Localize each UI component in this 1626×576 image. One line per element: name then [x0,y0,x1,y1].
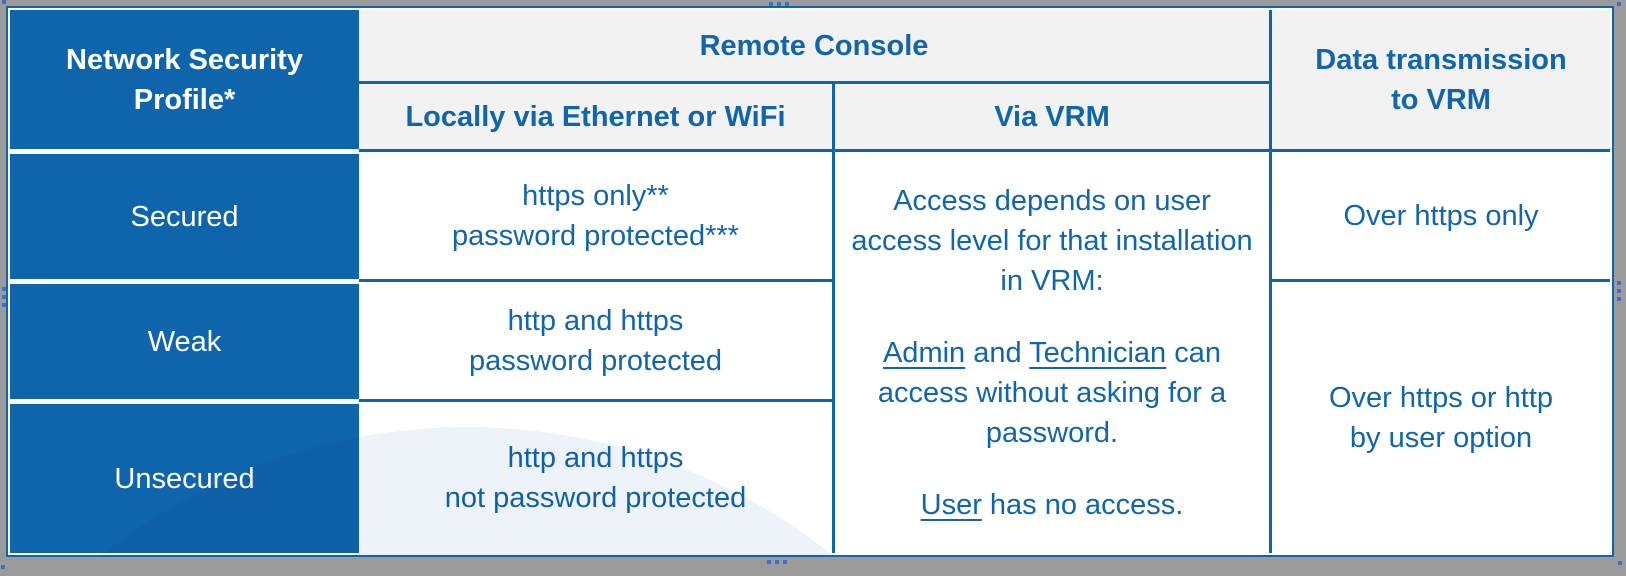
cell-via-vrm-access: Access depends on user access level for … [832,149,1269,553]
header-remote-console-label: Remote Console [699,29,929,62]
table-grid: Network Security Profile* Remote Console… [10,10,1610,553]
handle-dot [783,560,787,564]
header-data-transmission-line1: Data transmission [1315,43,1567,76]
handle-dot [2,287,6,291]
network-security-table: Network Security Profile* Remote Console… [6,6,1614,557]
via-vrm-intro-paragraph: Access depends on user access level for … [851,181,1253,301]
cell-data-merged-line1: Over https or http [1328,381,1554,414]
handle-dot [1617,281,1621,285]
via-vrm-and-text: and [965,336,1030,369]
handle-dot [2,295,6,299]
row-label-weak: Weak [10,279,359,399]
header-data-transmission-line2: to VRM [1391,83,1491,116]
cell-local-secured-line1: https only** [522,179,669,212]
handle-dot [1617,2,1621,6]
handle-dot [1,565,5,569]
via-vrm-user-text: User [920,488,982,521]
header-cell-network-security-profile: Network Security Profile* [10,10,359,149]
cell-data-merged-line2: by user option [1349,421,1533,454]
cell-data-secured: Over https only [1269,149,1610,279]
row-label-secured-text: Secured [130,200,239,233]
selection-handle-right-middle[interactable] [1617,281,1621,301]
header-via-vrm-label: Via VRM [994,100,1110,133]
header-cell-via-vrm: Via VRM [832,81,1269,149]
handle-dot [1617,289,1621,293]
selection-handle-bottom-left[interactable] [1,565,5,569]
row-label-unsecured-text: Unsecured [114,462,255,495]
cell-local-weak: http and https password protected [359,279,832,399]
handle-dot [775,560,779,564]
cell-local-unsecured-line2: not password protected [444,481,747,514]
via-vrm-user-rest-text: has no access. [981,488,1184,521]
cell-data-secured-text: Over https only [1343,199,1539,232]
cell-local-weak-line1: http and https [507,304,684,337]
handle-dot [769,2,773,6]
handle-dot [767,560,771,564]
handle-dot [785,2,789,6]
row-label-secured: Secured [10,149,359,279]
header-profile-line2: Profile* [133,83,236,116]
header-local-label: Locally via Ethernet or WiFi [405,100,786,133]
header-cell-locally-via-ethernet-or-wifi: Locally via Ethernet or WiFi [359,81,832,149]
selection-handle-top-center[interactable] [769,2,789,6]
row-label-weak-text: Weak [147,325,222,358]
selection-handle-bottom-right[interactable] [1618,561,1622,565]
via-vrm-intro-text: Access depends on user access level for … [851,184,1253,297]
selection-handle-top-left[interactable] [2,0,6,4]
handle-dot [777,2,781,6]
cell-local-secured-line2: password protected*** [452,219,739,252]
handle-dot [1617,297,1621,301]
via-vrm-technician-text: Technician [1029,336,1167,369]
row-label-unsecured: Unsecured [10,399,359,553]
cell-local-unsecured: http and https not password protected [359,399,832,553]
handle-dot [2,303,6,307]
cell-local-weak-line2: password protected [468,344,723,377]
handle-dot [2,0,6,4]
via-vrm-admin-paragraph: Admin and Technician can access without … [851,333,1253,453]
header-profile-line1: Network Security [66,43,303,76]
handle-dot [1618,561,1622,565]
selection-handle-bottom-center[interactable] [767,560,787,564]
selection-handle-left-middle[interactable] [2,287,6,307]
cell-data-weak-unsecured: Over https or http by user option [1269,279,1610,553]
via-vrm-user-paragraph: User has no access. [921,485,1184,525]
selection-handle-top-right[interactable] [1617,2,1621,6]
cell-local-unsecured-line1: http and https [507,441,684,474]
header-cell-data-transmission-to-vrm: Data transmission to VRM [1269,10,1610,149]
via-vrm-admin-rest-text: can access without asking for a password… [877,336,1227,449]
via-vrm-admin-text: Admin [882,336,966,369]
cell-local-secured: https only** password protected*** [359,149,832,279]
header-cell-remote-console: Remote Console [359,10,1269,81]
